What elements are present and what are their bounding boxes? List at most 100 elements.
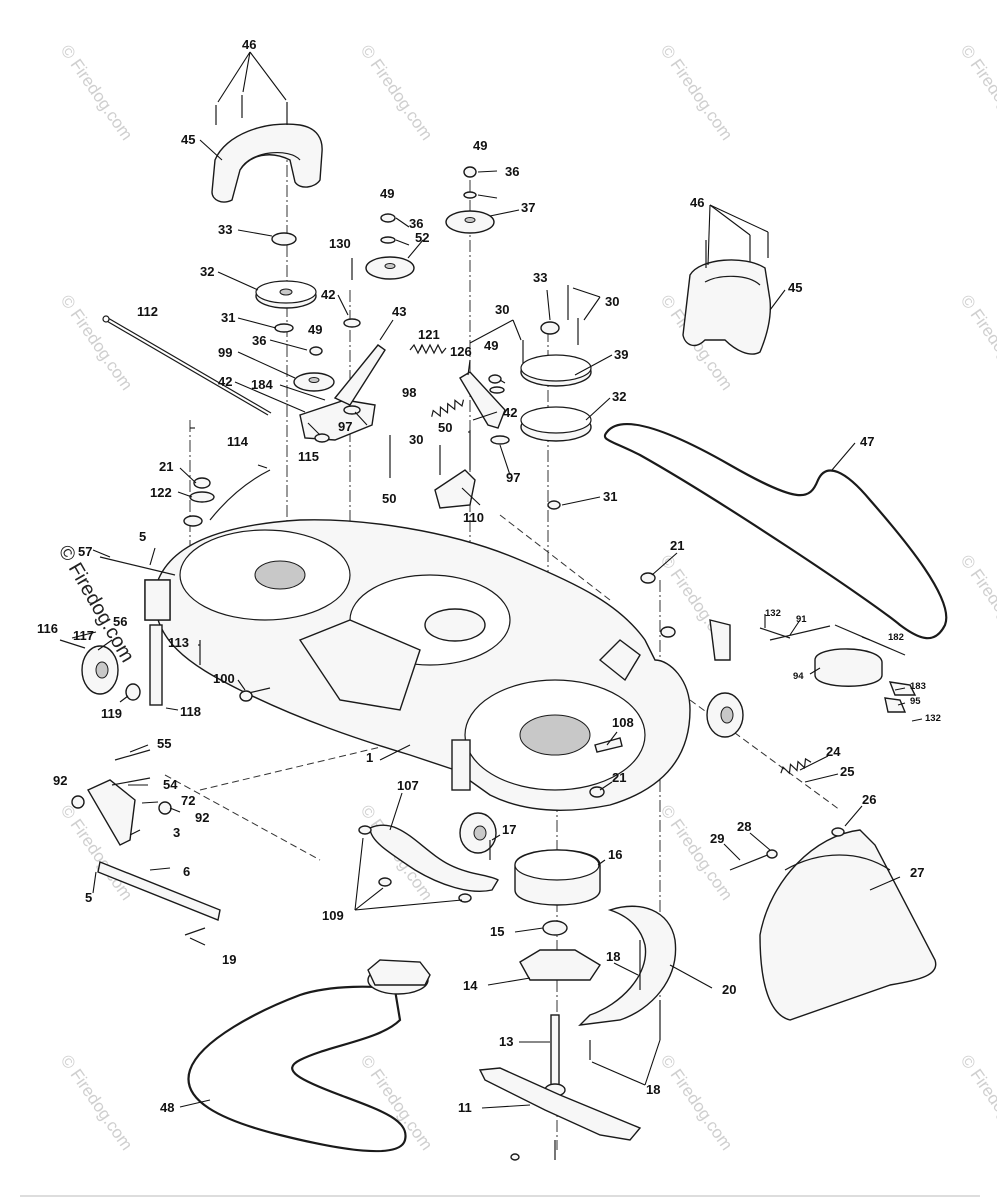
- discharge-chute-27: [729, 829, 937, 1021]
- part-label: 6: [183, 864, 190, 879]
- part-label: 36: [505, 164, 519, 179]
- part-label: 5: [85, 890, 92, 905]
- wheel-117: [59, 624, 163, 706]
- part-label: 57: [78, 544, 92, 559]
- watermark-text: © Firedog.com: [657, 41, 737, 143]
- spindle-pulley-48: [367, 959, 431, 995]
- idler-bracket-left: [299, 258, 391, 478]
- part-label: 28: [737, 819, 751, 834]
- part-label: 91: [796, 614, 807, 625]
- watermark-text: © Firedog.com: [657, 801, 737, 903]
- part-label: 14: [463, 978, 478, 993]
- part-label: 130: [329, 236, 351, 251]
- part-label: 113: [168, 635, 189, 650]
- part-label: 36: [252, 333, 266, 348]
- part-label: 182: [888, 632, 904, 643]
- watermark-text: © Firedog.com: [57, 1051, 137, 1153]
- part-label: 46: [242, 37, 256, 52]
- part-label: 115: [298, 449, 319, 464]
- hanger-bracket-57: [99, 556, 176, 621]
- part-label: 32: [200, 264, 214, 279]
- part-label: 21: [159, 459, 173, 474]
- part-label: 26: [862, 792, 876, 807]
- part-label: 107: [397, 778, 419, 793]
- part-label: 50: [382, 491, 396, 506]
- part-label: 45: [788, 280, 802, 295]
- watermark-text: © Firedog.com: [657, 1051, 737, 1153]
- part-label: 126: [450, 344, 472, 359]
- part-label: 5: [139, 529, 146, 544]
- part-label: 99: [218, 345, 232, 360]
- part-label: 52: [415, 230, 429, 245]
- belt-48: [187, 985, 407, 1153]
- part-label: 37: [521, 200, 535, 215]
- part-label: 50: [438, 420, 452, 435]
- part-label: 49: [380, 186, 394, 201]
- part-label: 46: [690, 195, 704, 210]
- part-label: 49: [484, 338, 498, 353]
- part-label: 42: [218, 374, 232, 389]
- shield-20: [578, 905, 677, 1060]
- pulley-stack-right: [520, 285, 592, 510]
- part-label: 30: [409, 432, 423, 447]
- part-label: 118: [180, 704, 201, 719]
- part-label: 55: [157, 736, 171, 751]
- part-label: 21: [670, 538, 684, 553]
- watermark-text: © Firedog.com: [57, 41, 137, 143]
- watermark-text: © Firedog.com: [957, 1051, 997, 1153]
- watermark-text: © Firedog.com: [957, 41, 997, 143]
- watermark-text: © Firedog.com: [957, 291, 997, 393]
- rod-112: [102, 315, 272, 416]
- part-label: 33: [218, 222, 232, 237]
- part-label: 56: [113, 614, 127, 629]
- part-label: 183: [910, 681, 926, 692]
- part-label: 114: [227, 434, 249, 449]
- part-label: 49: [308, 322, 322, 337]
- part-label: 13: [499, 1034, 513, 1049]
- part-label: 31: [603, 489, 617, 504]
- part-label: 24: [826, 744, 841, 759]
- part-label: 72: [181, 793, 195, 808]
- watermark-text: © Firedog.com: [357, 41, 437, 143]
- springs: [409, 343, 812, 775]
- part-label: 47: [860, 434, 874, 449]
- idler-bracket-right: [434, 371, 510, 509]
- part-label: 122: [150, 485, 172, 500]
- part-label: 92: [53, 773, 67, 788]
- part-label: 39: [614, 347, 628, 362]
- baffle-107: [369, 824, 499, 892]
- part-label: 132: [925, 713, 941, 724]
- part-label: 33: [533, 270, 547, 285]
- part-label: 1: [366, 750, 373, 765]
- pulley-center: [365, 166, 495, 280]
- front-link-assembly: [71, 749, 221, 936]
- part-label: 100: [213, 671, 235, 686]
- part-label: 25: [840, 764, 854, 779]
- part-label: 54: [163, 777, 178, 792]
- belt-cover-left: [211, 95, 323, 203]
- part-label: 21: [612, 770, 626, 785]
- part-label: 36: [409, 216, 423, 231]
- part-label: 18: [606, 949, 620, 964]
- blade-11: [478, 1067, 642, 1161]
- watermark-text: © Firedog.com: [357, 1051, 437, 1153]
- part-label: 20: [722, 982, 736, 997]
- part-label: 95: [910, 696, 921, 707]
- part-label: 11: [458, 1100, 472, 1115]
- part-label: 30: [605, 294, 619, 309]
- part-label: 119: [101, 706, 122, 721]
- part-label: 42: [321, 287, 335, 302]
- part-label: 19: [222, 952, 236, 967]
- part-label: 110: [463, 510, 484, 525]
- part-label: 116: [37, 621, 58, 636]
- mower-deck: [144, 519, 744, 854]
- part-label: 18: [646, 1082, 660, 1097]
- part-label: 117: [73, 628, 94, 643]
- part-label: 97: [338, 419, 352, 434]
- part-label: 94: [793, 671, 804, 682]
- spindle-assembly: [489, 840, 601, 1097]
- part-label: 108: [612, 715, 634, 730]
- part-label: 31: [221, 310, 235, 325]
- part-label: 112: [137, 304, 158, 319]
- leader-lines: [71, 51, 923, 1109]
